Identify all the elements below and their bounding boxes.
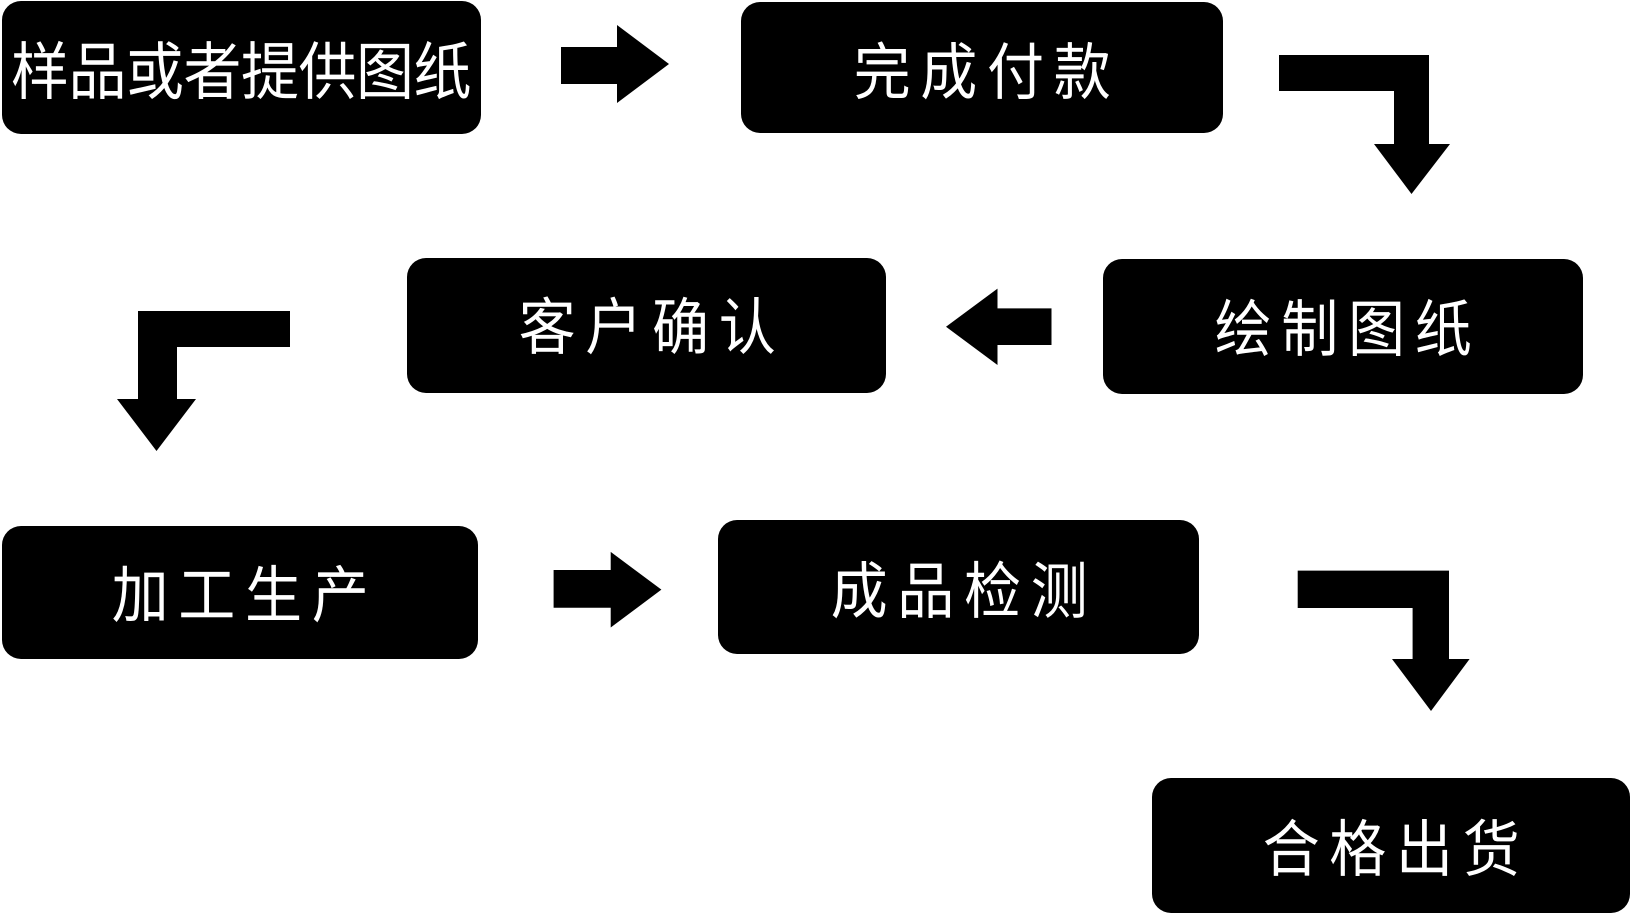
step-label: 客户确认 <box>518 276 786 367</box>
step-label: 完成付款 <box>853 21 1121 112</box>
step-box-complete-payment: 完成付款 <box>741 2 1223 133</box>
elbow-arrow-down-left-icon <box>117 311 290 451</box>
step-box-processing-production: 加工生产 <box>2 526 478 659</box>
step-box-customer-confirmation: 客户确认 <box>407 258 886 393</box>
arrow-left-icon <box>946 288 1052 365</box>
step-box-sample-or-drawing: 样品或者提供图纸 <box>2 1 481 134</box>
step-box-draw-drawings: 绘制图纸 <box>1103 259 1583 394</box>
step-label: 样品或者提供图纸 <box>11 22 472 113</box>
elbow-arrow-down-icon <box>1279 55 1450 194</box>
arrow-right-icon <box>553 551 662 628</box>
step-label: 成品检测 <box>830 541 1098 631</box>
step-label: 加工生产 <box>111 544 379 635</box>
step-box-finished-product-inspection: 成品检测 <box>718 520 1199 654</box>
step-label: 合格出货 <box>1262 798 1530 889</box>
arrow-right-icon <box>561 25 669 103</box>
step-box-qualified-shipment: 合格出货 <box>1152 778 1630 913</box>
step-label: 绘制图纸 <box>1214 278 1482 369</box>
elbow-arrow-down-icon <box>1297 570 1470 711</box>
